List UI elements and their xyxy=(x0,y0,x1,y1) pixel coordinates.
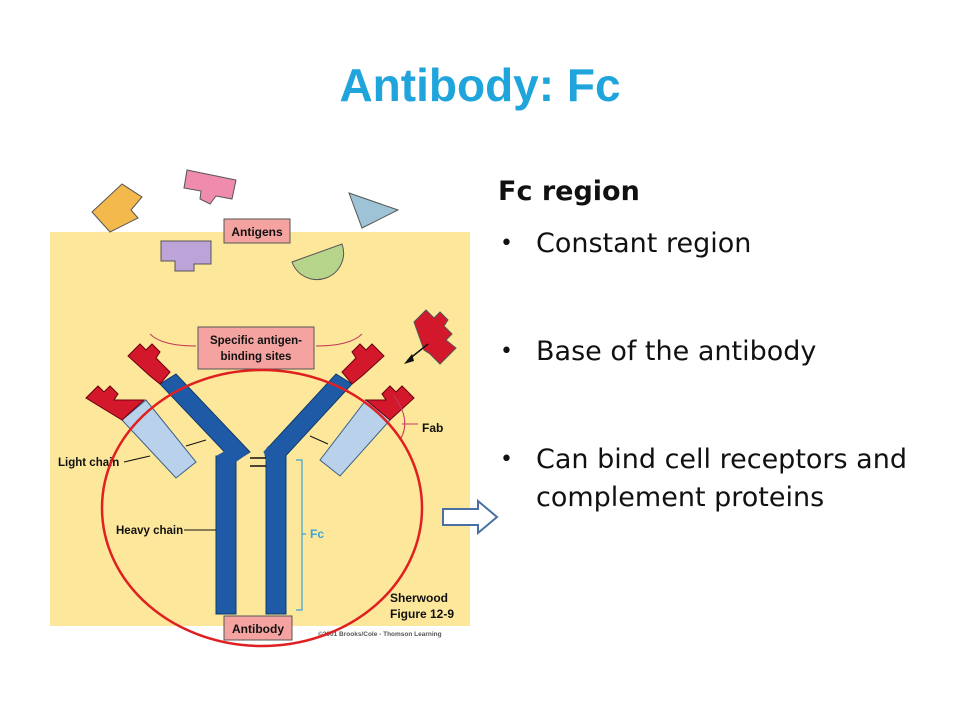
heavy-chain-right-stem xyxy=(265,455,287,615)
heavy-chain-left-join xyxy=(216,446,250,462)
heavy-chain-right-join xyxy=(264,446,286,462)
pointer-arrow xyxy=(442,498,499,536)
antigen-blue-triangle xyxy=(348,192,400,229)
bullet-text: Can bind cell receptors and complement p… xyxy=(536,444,907,513)
antibody-label-box xyxy=(223,615,293,641)
antigen-pink-shape xyxy=(183,169,237,205)
light-chain-label: Light chain xyxy=(58,457,119,469)
light-chain-leader xyxy=(123,455,151,463)
binding-tip-light-right xyxy=(364,385,415,421)
antigen-green-half-circle xyxy=(291,243,345,281)
binding-tip-heavy-left xyxy=(127,343,171,385)
binding-sites-bracket-left xyxy=(149,333,197,347)
light-heavy-bond-right xyxy=(309,435,329,445)
binding-sites-label-line1: Specific antigen- xyxy=(210,335,302,347)
bullet-dot-icon: • xyxy=(500,339,513,364)
bullet-dot-icon: • xyxy=(500,447,513,472)
fab-label: Fab xyxy=(422,421,443,435)
bullet-item: • Base of the antibody xyxy=(498,333,918,371)
antigen-incoming-red xyxy=(413,309,457,365)
diagram-background xyxy=(50,232,470,626)
bullet-dot-icon: • xyxy=(500,231,513,256)
bullet-item: • Constant region xyxy=(498,225,918,263)
binding-tip-light-left xyxy=(85,385,146,421)
heavy-chain-label: Heavy chain xyxy=(116,525,183,537)
binding-sites-label-box xyxy=(197,326,315,370)
antigen-orange-shape xyxy=(91,183,143,233)
fc-region-text-block: Fc region • Constant region • Base of the … xyxy=(498,176,918,587)
copyright-text: ©2001 Brooks/Cole - Thomson Learning xyxy=(318,630,442,638)
bullet-text: Constant region xyxy=(536,228,752,259)
antigens-label-box xyxy=(223,218,291,244)
fc-highlight-circle xyxy=(100,368,424,648)
antibody-label: Antibody xyxy=(232,622,284,636)
fab-bracket xyxy=(393,395,406,441)
fc-bracket xyxy=(296,459,306,611)
slide-title: Antibody: Fc xyxy=(339,59,621,111)
fc-region-heading: Fc region xyxy=(498,176,640,207)
binding-sites-label-line2: binding sites xyxy=(221,351,292,363)
figure-credit: Figure 12-9 xyxy=(390,607,454,621)
antigens-label: Antigens xyxy=(231,225,283,239)
bullet-list: • Constant region • Base of the antibody •… xyxy=(498,225,918,517)
heavy-chain-left-stem xyxy=(215,455,237,615)
sherwood-credit: Sherwood xyxy=(390,591,448,605)
fc-label: Fc xyxy=(310,527,324,541)
bullet-text: Base of the antibody xyxy=(536,336,817,367)
binding-sites-bracket-right xyxy=(315,333,363,347)
light-heavy-bond-left xyxy=(185,439,207,447)
bullet-item: • Can bind cell receptors and complement … xyxy=(498,441,918,517)
binding-tip-heavy-right xyxy=(341,343,385,385)
antigen-approach-arrowhead xyxy=(404,354,414,364)
antigen-purple-shape xyxy=(160,240,212,272)
